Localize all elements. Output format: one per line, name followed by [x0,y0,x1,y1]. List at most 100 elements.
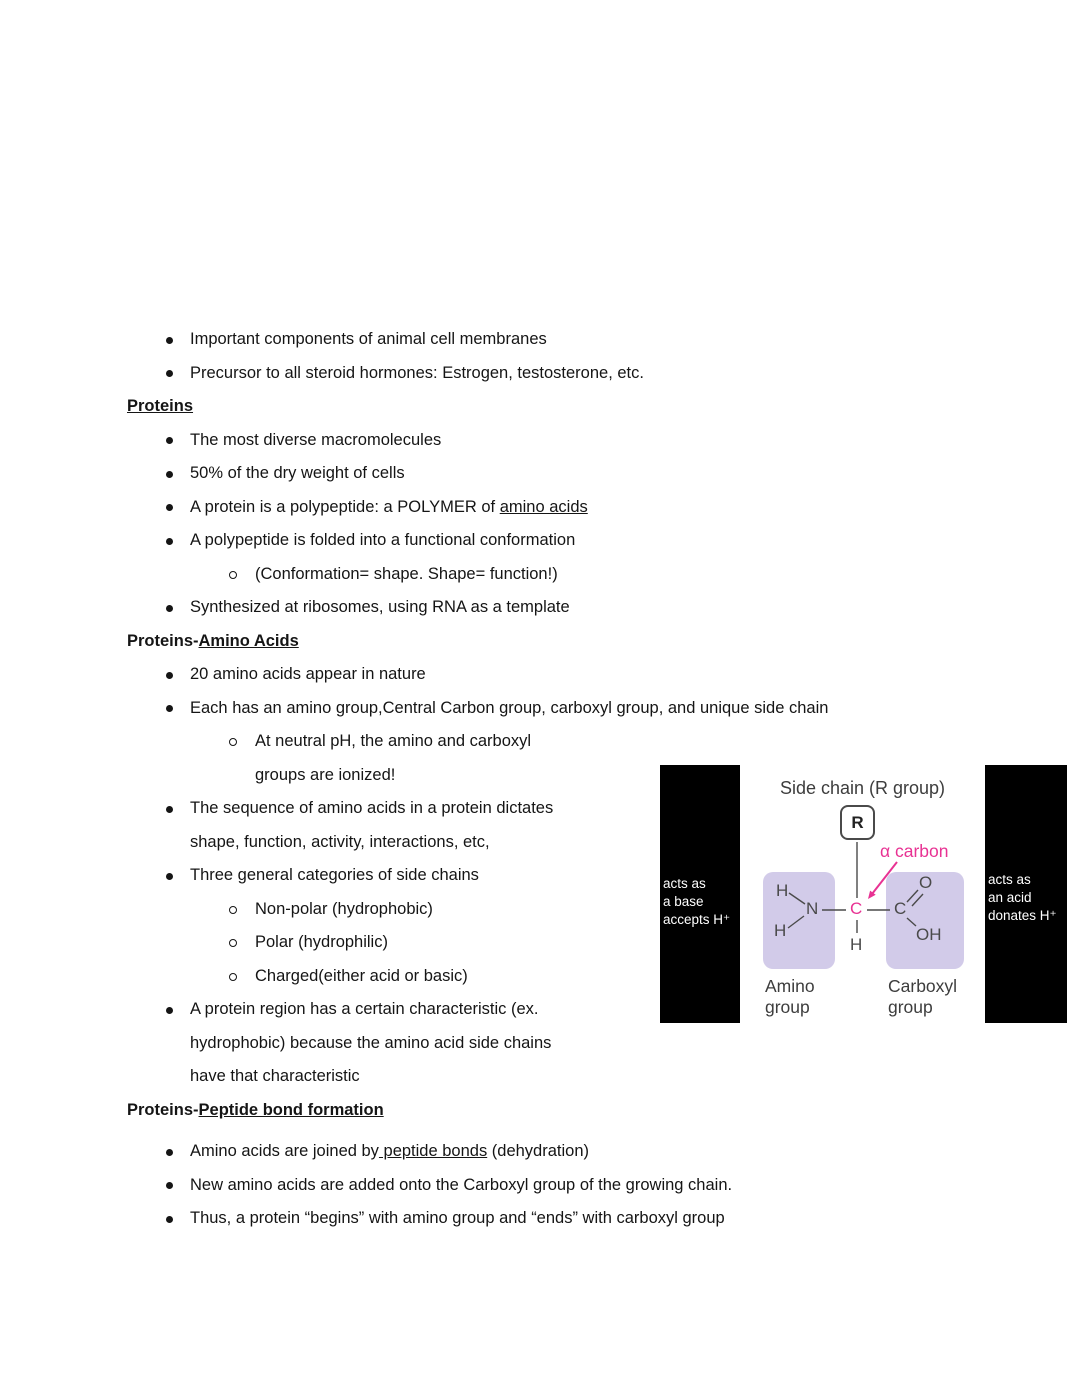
alpha-carbon-label: α carbon [880,841,949,861]
note-line: acts as [663,876,706,891]
sub-bullet-icon [229,570,237,579]
sub-bullet-item: Non-polar (hydrophobic) [127,893,972,927]
atom-h-below: H [850,935,863,954]
note-line: a base [663,894,704,909]
bullet-text: At neutral pH, the amino and carboxyl [255,732,532,750]
sub-bullet-item: Charged(either acid or basic) [127,960,972,994]
bullet-text: hydrophobic) because the amino acid side… [190,1033,552,1052]
bullet-text: have that characteristic [190,1067,360,1085]
bullet-text: Charged(either acid or basic) [255,966,468,985]
bullet-item: New amino acids are added onto the Carbo… [127,1169,972,1203]
bullet-item: The sequence of amino acids in a protein… [127,792,972,859]
bullet-item: Thus, a protein “begins” with amino grou… [127,1202,972,1236]
figure-left-panel [660,765,740,1023]
heading-proteins-amino-acids: Proteins-Amino Acids [127,625,972,659]
bullet-text: 50% of the dry weight of cells [190,464,405,482]
bullet-item: Important components of animal cell memb… [127,323,972,357]
bullet-icon [166,604,173,612]
heading-text-underlined: Peptide bond formation [198,1100,384,1119]
bullet-icon [166,1215,173,1223]
bullet-icon [166,370,173,377]
sub-bullet-icon [229,939,237,947]
bullet-text-underlined: peptide bonds [378,1142,488,1160]
bullet-icon [166,470,173,478]
bullet-text: Polar (hydrophilic) [255,933,388,951]
bullet-icon [166,1182,173,1189]
bullet-icon [166,705,173,712]
note-line: accepts H⁺ [663,912,731,927]
bullet-item: A polypeptide is folded into a functiona… [127,524,972,558]
bullet-icon [166,504,173,511]
bullet-icon [166,872,173,880]
atom-h-top: H [776,881,789,900]
bullet-text: The most diverse macromolecules [190,430,442,449]
bullet-item: 20 amino acids appear in nature [127,658,972,692]
amino-acid-structure-figure: acts as a base accepts H⁺ acts as an aci… [660,765,1067,1023]
heading-proteins-peptide-bond: Proteins-Peptide bond formation [127,1094,972,1128]
bullet-icon [166,1148,173,1156]
figure-right-panel [985,765,1067,1023]
bullet-item: 50% of the dry weight of cells [127,457,972,491]
atom-h-bottom: H [774,921,787,940]
bullet-text: The sequence of amino acids in a protein… [190,799,554,817]
bullet-text: A protein is a polypeptide: a POLYMER of [190,497,500,516]
bullet-text: shape, function, activity, interactions,… [190,832,490,851]
carboxyl-group-box [886,872,964,969]
label-line: Carboxyl [888,976,958,996]
bullet-item: Three general categories of side chains [127,859,972,893]
side-chain-label: Side chain (R group) [779,778,946,798]
bullet-icon [166,437,173,444]
bullet-item: A protein region has a certain character… [127,993,972,1094]
bullet-icon [166,671,173,679]
bullet-text: Non-polar (hydrophobic) [255,899,433,918]
carboxyl-group-label: Carboxyl group [888,976,957,1018]
atom-oh: OH [916,925,942,944]
atom-n: N [806,899,819,918]
sub-bullet-item: At neutral pH, the amino and carboxyl gro… [127,725,972,792]
heading-proteins: Proteins [127,390,972,424]
bullet-item: Amino acids are joined by peptide bonds … [127,1135,972,1169]
note-line: an acid [988,890,1032,905]
bullet-text: (dehydration) [487,1142,590,1160]
bond-lines [787,842,924,933]
sub-bullet-icon [229,905,237,914]
alpha-carbon-arrow [868,861,898,899]
atom-carboxyl-carbon: C [894,899,907,918]
atom-alpha-carbon: C [850,899,863,918]
bullet-text: A polypeptide is folded into a functiona… [190,531,576,549]
carboxyl-acid-note: acts as an acid donates H⁺ [988,871,1057,925]
bullet-item: Synthesized at ribosomes, using RNA as a… [127,591,972,625]
sub-bullet-item: Polar (hydrophilic) [127,926,972,960]
bullet-icon [166,336,173,344]
notes-content: Important components of animal cell memb… [127,323,972,1236]
sub-bullet-item: (Conformation= shape. Shape= function!) [127,558,972,592]
bullet-text: 20 amino acids appear in nature [190,665,426,683]
atom-o: O [919,873,933,892]
bullet-text: (Conformation= shape. Shape= function!) [255,564,558,583]
heading-text: Proteins- [127,631,199,650]
bullet-text: Precursor to all steroid hormones: Estro… [190,363,644,382]
label-line: group [888,997,933,1017]
r-group-symbol: R [840,805,875,840]
bullet-text-underlined: amino acids [499,497,588,516]
bullet-item: The most diverse macromolecules [127,424,972,458]
note-line: donates H⁺ [988,908,1057,923]
bullet-item: Each has an amino group,Central Carbon g… [127,692,972,726]
bullet-text: Amino acids are joined by [190,1142,379,1160]
bullet-text: A protein region has a certain character… [190,1000,539,1018]
amino-group-label: Amino group [765,976,815,1018]
bullet-text: Important components of animal cell memb… [190,330,547,348]
bullet-text: Thus, a protein “begins” with amino grou… [190,1209,725,1227]
bullet-icon [166,537,173,545]
sub-bullet-icon [229,972,237,981]
heading-text: Proteins- [127,1100,199,1119]
amino-base-note: acts as a base accepts H⁺ [663,875,730,929]
bullet-text: groups are ionized! [255,765,396,784]
bullet-icon [166,805,173,813]
bullet-item: Precursor to all steroid hormones: Estro… [127,357,972,391]
heading-text-underlined: Amino Acids [198,631,299,650]
sub-bullet-icon [229,738,237,746]
bullet-text: New amino acids are added onto the Carbo… [190,1175,733,1194]
bullet-item: A protein is a polypeptide: a POLYMER of… [127,491,972,525]
